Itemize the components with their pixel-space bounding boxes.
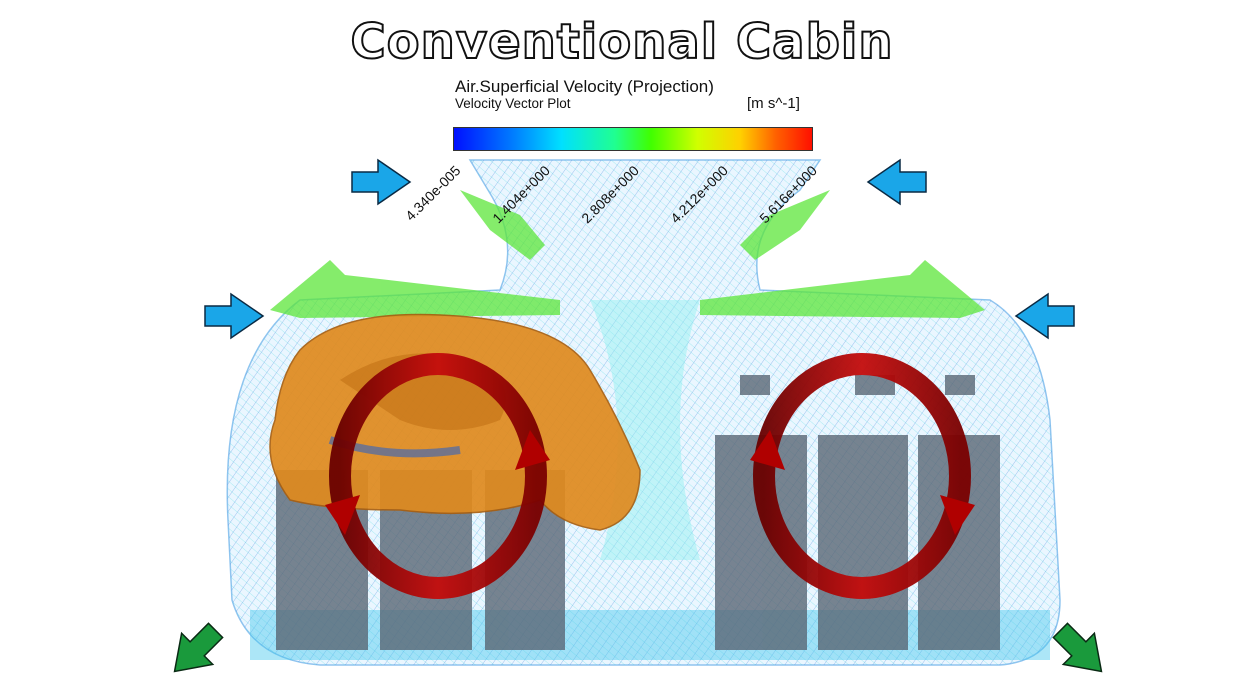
page-title: Conventional Cabin <box>349 13 894 71</box>
circulation-arrowhead-icon <box>325 495 360 535</box>
inlet-arrow-upper-right-icon <box>866 158 927 206</box>
circulation-loop-left <box>325 353 550 599</box>
circulation-loop-right <box>750 353 975 599</box>
inlet-jet-plumes <box>270 190 985 318</box>
outlet-arrow-right-icon <box>1052 622 1103 673</box>
circulation-arrowhead-icon <box>750 430 785 470</box>
legend-unit: [m s^-1] <box>747 95 800 112</box>
circulation-arrowhead-icon <box>940 495 975 535</box>
inlet-arrow-lower-right-icon <box>1014 292 1075 340</box>
legend-subtitle: Velocity Vector Plot <box>455 96 571 111</box>
circulation-arrowhead-icon <box>515 430 550 470</box>
inlet-arrow-upper-left-icon <box>351 158 412 206</box>
outlet-arrow-left-icon <box>173 622 224 673</box>
legend-title: Air.Superficial Velocity (Projection) <box>455 77 714 96</box>
legend-color-bar <box>453 127 813 151</box>
inlet-arrow-lower-left-icon <box>204 292 265 340</box>
